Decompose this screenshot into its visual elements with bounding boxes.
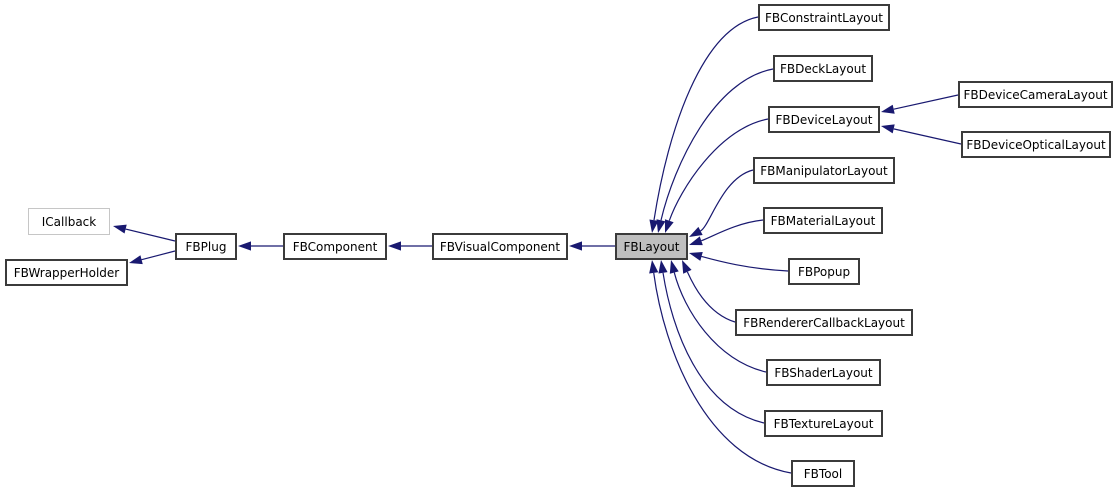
node-fbmateriallayout[interactable]: FBMaterialLayout — [763, 207, 883, 234]
arrowhead-fbpopup-to-fblayout — [689, 252, 703, 261]
node-fbvisualcomponent[interactable]: FBVisualComponent — [432, 233, 568, 260]
arrowhead-fbcomponent-to-fbplug — [238, 241, 251, 251]
node-fbtexturelayout[interactable]: FBTextureLayout — [764, 410, 883, 437]
node-fbconstraintlayout[interactable]: FBConstraintLayout — [758, 4, 890, 31]
arrowhead-fbdecklayout-to-fblayout — [656, 219, 666, 233]
edge-fbdeviceopticallayout-to-fbdevicelayout — [893, 128, 962, 145]
node-icallback: ICallback — [28, 208, 110, 235]
edge-fbdevicecameralayout-to-fbdevicelayout — [893, 94, 959, 110]
edge-fbshaderlayout-to-fblayout — [673, 272, 767, 373]
edge-fbplug-to-fbwrapperholder — [141, 250, 176, 261]
node-fblayout[interactable]: FBLayout — [615, 233, 688, 260]
arrowhead-fbdevicelayout-to-fblayout — [664, 219, 674, 233]
arrowhead-fbdevicecameralayout-to-fbdevicelayout — [881, 104, 895, 114]
arrowhead-fbvisualcomponent-to-fbcomponent — [388, 241, 401, 251]
node-fbtool[interactable]: FBTool — [791, 460, 855, 487]
edge-fbtool-to-fblayout — [653, 272, 792, 474]
edge-fbtexturelayout-to-fblayout — [662, 272, 765, 424]
edge-fbplug-to-icallback — [125, 228, 176, 242]
arrowhead-fblayout-to-fbvisualcomponent — [569, 241, 582, 251]
node-fbmanipulatorlayout[interactable]: FBManipulatorLayout — [753, 157, 895, 184]
arrowhead-fbshaderlayout-to-fblayout — [669, 260, 679, 274]
node-fbdecklayout[interactable]: FBDeckLayout — [773, 55, 873, 82]
edge-fbdevicelayout-to-fblayout — [668, 118, 769, 221]
node-fbdevicelayout[interactable]: FBDeviceLayout — [768, 106, 880, 133]
edge-fbmanipulatorlayout-to-fblayout — [700, 169, 754, 232]
node-fbplug[interactable]: FBPlug — [175, 233, 237, 260]
node-fbdeviceopticallayout[interactable]: FBDeviceOpticalLayout — [961, 131, 1111, 158]
arrowhead-fbconstraintlayout-to-fblayout — [649, 219, 659, 233]
edge-fbdecklayout-to-fblayout — [660, 68, 774, 221]
arrowhead-fbmateriallayout-to-fblayout — [689, 236, 703, 246]
arrowhead-fbplug-to-icallback — [113, 224, 127, 234]
arrowhead-fbdeviceopticallayout-to-fbdevicelayout — [881, 124, 895, 134]
arrowhead-fbplug-to-fbwrapperholder — [129, 255, 143, 265]
edge-fbrenderercallbacklayout-to-fblayout — [686, 271, 736, 323]
node-fbshaderlayout[interactable]: FBShaderLayout — [766, 359, 881, 386]
node-fbpopup[interactable]: FBPopup — [788, 258, 860, 285]
arrowhead-fbrenderercallbacklayout-to-fblayout — [682, 260, 692, 274]
edge-fbpopup-to-fblayout — [701, 255, 789, 272]
arrowhead-fbtexturelayout-to-fblayout — [658, 260, 668, 274]
node-fbwrapperholder[interactable]: FBWrapperHolder — [5, 259, 128, 286]
edge-fbmateriallayout-to-fblayout — [701, 219, 764, 242]
arrowhead-fbmanipulatorlayout-to-fblayout — [689, 226, 703, 237]
edge-fbconstraintlayout-to-fblayout — [653, 16, 759, 221]
node-fbrenderercallbacklayout[interactable]: FBRendererCallbackLayout — [735, 309, 913, 336]
arrowhead-fbtool-to-fblayout — [649, 260, 659, 274]
node-fbcomponent[interactable]: FBComponent — [283, 233, 387, 260]
node-fbdevicecameralayout[interactable]: FBDeviceCameraLayout — [958, 81, 1113, 108]
